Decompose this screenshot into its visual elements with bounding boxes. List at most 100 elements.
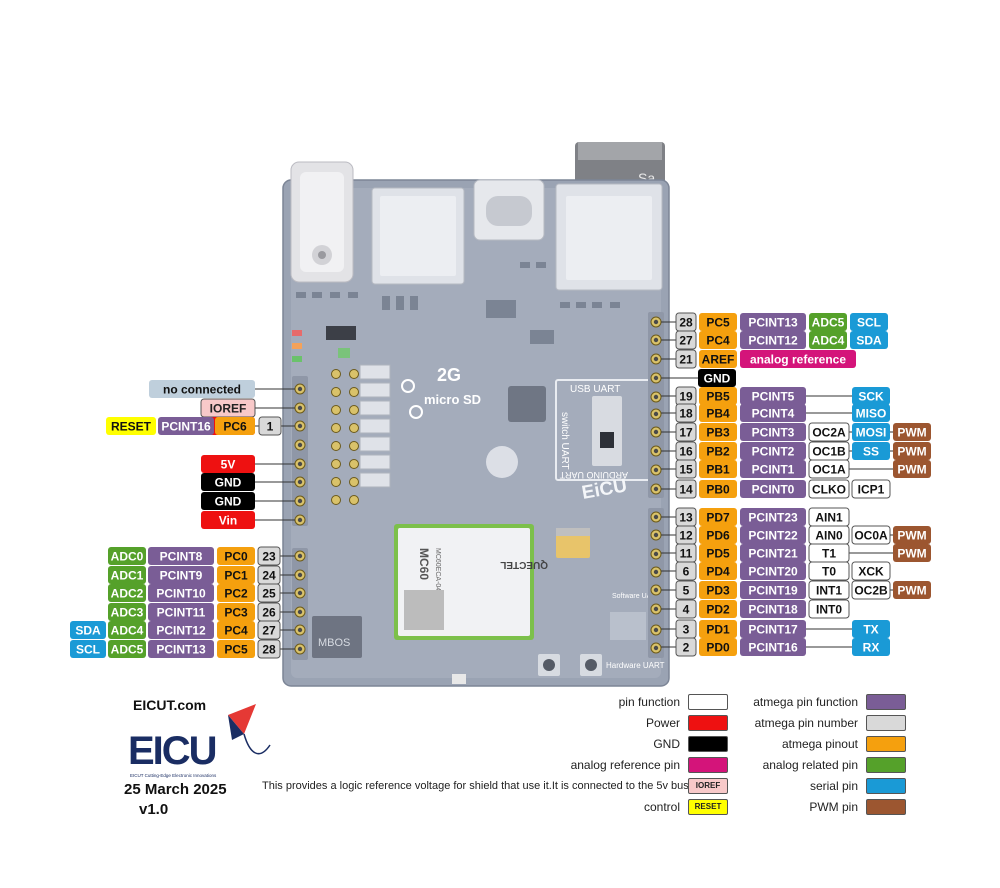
svg-text:3: 3 (683, 623, 690, 637)
svg-text:PB5: PB5 (706, 390, 730, 404)
serial-mosi: MOSI (852, 423, 890, 441)
pin-number-2-d: 2 (675, 637, 697, 657)
svg-text:PCINT12: PCINT12 (156, 624, 206, 638)
analog-adc5: ADC5 (108, 640, 146, 658)
svg-text:T1: T1 (822, 547, 836, 561)
pin-number-3-d: 3 (675, 619, 697, 639)
alt-int1: INT1 (808, 580, 850, 600)
atmega-pinout-pc1: PC1 (217, 566, 255, 584)
svg-text:PB2: PB2 (706, 445, 730, 459)
pin-holes (294, 316, 662, 655)
svg-text:PCINT5: PCINT5 (752, 390, 795, 404)
svg-text:PCINT3: PCINT3 (752, 426, 795, 440)
alt-int0: INT0 (808, 599, 850, 619)
serial-rx: RX (852, 638, 890, 656)
svg-text:PCINT1: PCINT1 (752, 463, 795, 477)
svg-text:PC5: PC5 (224, 643, 248, 657)
svg-text:PWM: PWM (897, 463, 926, 477)
atmega-function-pcint23: PCINT23 (740, 508, 806, 526)
svg-text:27: 27 (679, 334, 693, 348)
atmega-function-pcint13: PCINT13 (148, 640, 214, 658)
svg-text:PWM: PWM (897, 445, 926, 459)
hardware-uart-label: Hardware UART (606, 661, 665, 670)
pwm-pd5: PWM (893, 544, 931, 562)
legend-swatch (688, 714, 728, 731)
pin-number-12-d: 12 (675, 525, 697, 545)
serial-miso: MISO (852, 404, 890, 422)
atmega-pinout-pd6: PD6 (699, 526, 737, 544)
legend-item-pwm-pin: PWM pin (658, 797, 906, 816)
left-power-vin: Vin (201, 511, 255, 529)
svg-text:OC1B: OC1B (812, 445, 846, 459)
svg-text:PCINT19: PCINT19 (748, 584, 798, 598)
svg-text:28: 28 (679, 316, 693, 330)
atmega-function-pcint4: PCINT4 (740, 404, 806, 422)
hardware-uart-jumpers (610, 612, 646, 640)
svg-text:11: 11 (680, 547, 693, 561)
svg-text:2: 2 (683, 641, 690, 655)
atmega-pinout-pd3: PD3 (699, 581, 737, 599)
pin-number-15-d: 15 (675, 459, 697, 479)
software-uart-label: Software UART (612, 593, 661, 600)
svg-text:PD5: PD5 (706, 547, 730, 561)
svg-text:RX: RX (863, 641, 880, 655)
pin-labels: no connectedIOREF3v35VGNDGNDVin1PC6PCINT… (70, 312, 931, 659)
legend-text: GND (653, 736, 680, 751)
legend-text: Power (645, 715, 680, 730)
pin-number-4-d: 4 (675, 599, 697, 619)
svg-text:PD3: PD3 (706, 584, 730, 598)
svg-text:12: 12 (679, 529, 693, 543)
svg-text:INT1: INT1 (816, 584, 842, 598)
legend-text: atmega pinout (781, 736, 858, 751)
legend-text: atmega pin function (753, 694, 858, 709)
svg-text:PC1: PC1 (224, 569, 248, 583)
analog-adc1: ADC1 (108, 566, 146, 584)
atmega-pinout-pd4: PD4 (699, 562, 737, 580)
board-image: Sa 2G mic (282, 142, 670, 687)
alt-ain0: AIN0 (808, 525, 850, 545)
legend-swatch (688, 735, 728, 752)
mbos-chip (312, 616, 362, 658)
svg-text:16: 16 (679, 445, 693, 459)
svg-text:INT0: INT0 (816, 603, 842, 617)
right-header-lower (648, 508, 664, 658)
svg-text:PB3: PB3 (706, 426, 730, 440)
svg-text:PCINT13: PCINT13 (748, 316, 798, 330)
atmega-function-pcint19: PCINT19 (740, 581, 806, 599)
pin-number-11-d: 11 (675, 543, 697, 563)
svg-text:5: 5 (683, 584, 690, 598)
svg-text:ADC4: ADC4 (111, 624, 144, 638)
legend-item-atmega-pin-number: atmega pin number (658, 713, 906, 732)
pin-number-27-right: 27 (675, 330, 697, 350)
pwm-pd3: PWM (893, 581, 931, 599)
svg-text:21: 21 (679, 353, 693, 367)
svg-text:14: 14 (679, 483, 693, 497)
svg-text:PCINT13: PCINT13 (156, 643, 206, 657)
version: v1.0 (139, 801, 169, 818)
network-label: 2G (437, 365, 461, 385)
legend-swatch (688, 756, 728, 773)
analog-adc5-right: ADC5 (809, 313, 847, 331)
ioref-note: This provides a logic reference voltage … (262, 780, 689, 792)
pin-number-17-d: 17 (675, 422, 697, 442)
atmega-function-pcint5: PCINT5 (740, 387, 806, 405)
pin-number-24: 24 (257, 565, 281, 585)
svg-text:PWM: PWM (897, 426, 926, 440)
svg-text:GND: GND (215, 495, 242, 509)
svg-text:AIN0: AIN0 (815, 529, 843, 543)
svg-text:SCL: SCL (76, 643, 100, 657)
eicu-logo: EICU EICUT Cutting-Edge Electronic Innov… (128, 704, 271, 778)
analog-adc4-right: ADC4 (809, 331, 847, 349)
svg-text:27: 27 (262, 624, 276, 638)
pwm-pb2: PWM (893, 442, 931, 460)
atmega-function-pcint0: PCINT0 (740, 480, 806, 498)
legend-item-ioref: IOREF (480, 776, 728, 795)
atmega-function-pcint10: PCINT10 (148, 584, 214, 602)
atmega-pinout-pb0: PB0 (699, 480, 737, 498)
svg-text:PCINT16: PCINT16 (161, 420, 211, 434)
atmega-pinout-pb2: PB2 (699, 442, 737, 460)
svg-text:25: 25 (262, 587, 276, 601)
module-model: MC60 (417, 548, 431, 580)
boot-button-icon (585, 659, 597, 671)
atmega-pinout-pc4-right: PC4 (699, 331, 737, 349)
